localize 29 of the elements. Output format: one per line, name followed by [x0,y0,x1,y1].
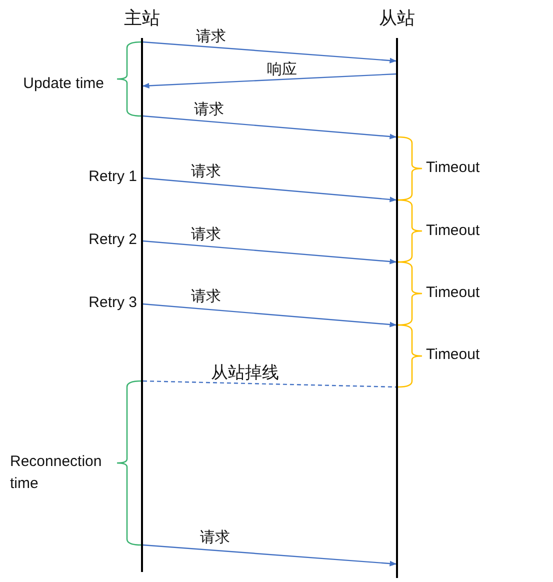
lifeline-heading: 从站 [378,7,416,29]
dashed-line [142,380,396,388]
lifeline [396,38,398,578]
arrow [142,73,396,88]
lifeline [141,38,143,572]
timeout-label: Timeout [426,346,480,364]
edge-label: 请求 [190,287,222,307]
edge-label: 请求 [190,225,222,245]
edge-label: 请求 [199,528,231,548]
timeout-label: Timeout [426,159,480,177]
retry-label: Retry 3 [88,294,137,312]
lifeline-heading: 主站 [123,7,161,29]
edge-label: 响应 [266,60,298,80]
retry-label: Retry 2 [88,231,137,249]
arrow [142,115,397,140]
interval-label: Update time [23,75,104,93]
timeout-label: Timeout [426,284,480,302]
timeout-label: Timeout [426,222,480,240]
retry-label: Retry 1 [88,168,137,186]
arrow [142,240,397,264]
edge-label: 请求 [195,27,227,47]
arrow [142,41,397,64]
arrow [142,303,397,328]
edge-label: 请求 [193,100,225,120]
arrow [142,544,397,566]
edge-label: 从站掉线 [210,363,280,383]
arrow [142,177,397,202]
interval-label: Reconnection time [10,452,103,494]
edge-label: 请求 [190,162,222,182]
